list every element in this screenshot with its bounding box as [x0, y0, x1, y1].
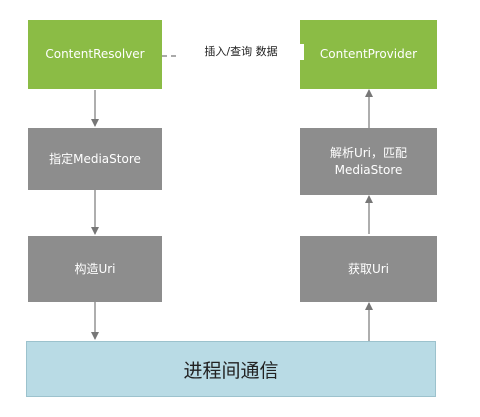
node-build-uri: 构造Uri: [28, 236, 162, 302]
edge-label-insert-query: 插入/查询 数据: [178, 44, 304, 60]
node-content-resolver: ContentResolver: [28, 20, 162, 89]
node-content-provider: ContentProvider: [300, 20, 437, 89]
node-parse-uri: 解析Uri，匹配 MediaStore: [300, 128, 437, 195]
node-parse-uri-label-line2: MediaStore: [334, 162, 403, 177]
node-get-uri: 获取Uri: [300, 236, 437, 302]
node-parse-uri-label-line1: 解析Uri，匹配: [329, 145, 408, 160]
node-get-uri-label: 获取Uri: [347, 261, 390, 276]
node-ipc-label: 进程间通信: [183, 359, 279, 382]
node-content-provider-label: ContentProvider: [319, 47, 418, 61]
node-ipc: 进程间通信: [26, 341, 436, 397]
node-specify-mediastore-label: 指定MediaStore: [49, 151, 141, 166]
node-content-resolver-label: ContentResolver: [45, 47, 145, 61]
node-specify-mediastore: 指定MediaStore: [28, 128, 162, 190]
node-build-uri-label: 构造Uri: [74, 261, 116, 276]
